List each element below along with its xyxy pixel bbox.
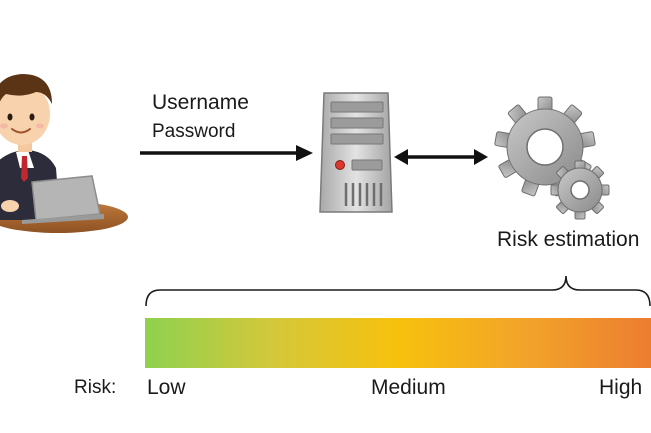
server-icon xyxy=(319,92,393,213)
username-label: Username xyxy=(152,91,249,114)
password-label: Password xyxy=(152,121,236,142)
risk-scale-label: Risk: xyxy=(74,377,117,398)
risk-estimation-label: Risk estimation xyxy=(497,228,640,251)
server-engine-double-arrow xyxy=(394,149,488,165)
risk-level-high: High xyxy=(599,376,643,399)
risk-level-low: Low xyxy=(147,376,186,399)
risk-gradient-bar xyxy=(145,318,651,368)
risk-level-medium: Medium xyxy=(371,376,446,399)
credentials-arrow xyxy=(140,145,313,161)
scale-brace xyxy=(145,275,651,307)
gears-icon xyxy=(494,96,610,220)
user-at-laptop-icon xyxy=(0,74,128,233)
